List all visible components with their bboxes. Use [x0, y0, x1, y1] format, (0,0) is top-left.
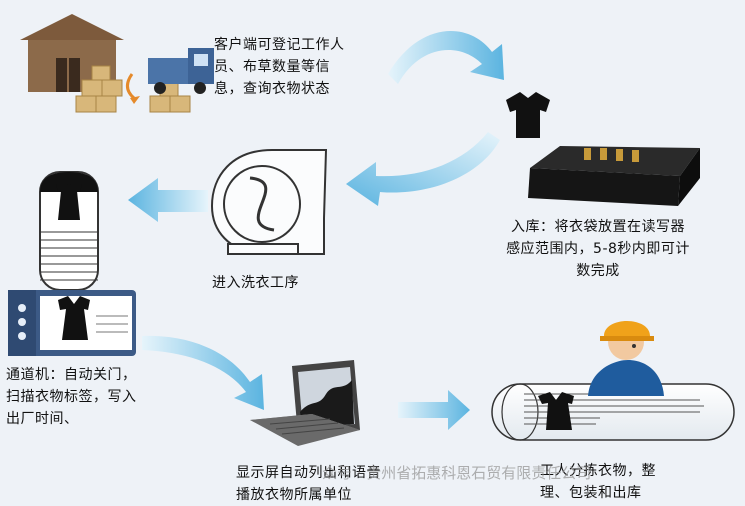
truck-icon	[126, 48, 214, 104]
arrow-display-to-sort	[398, 390, 470, 430]
clothes-rack-icon	[39, 171, 99, 291]
client-line-2: 员、布草数量等信	[214, 59, 330, 75]
channel-line-2: 扫描衣物标签，写入	[6, 389, 137, 405]
channel-caption: 通道机：自动关门， 扫描衣物标签，写入 出厂时间、	[6, 364, 137, 430]
arrow-client-to-inbound	[388, 31, 504, 84]
conveyor-icon	[491, 383, 735, 441]
tunnel-machine-icon	[8, 290, 136, 356]
inbound-line-2: 感应范围内，5-8秒内即可计	[506, 241, 690, 257]
display-line-2: 播放衣物所属单位	[236, 487, 352, 503]
wash-caption: 进入洗衣工序	[212, 275, 299, 291]
laptop-icon	[250, 360, 360, 446]
rfid-reader-icon	[528, 146, 700, 206]
blower-icon	[210, 149, 328, 255]
sort-caption: 工人分拣衣物，整 理、包装和出库	[540, 460, 656, 504]
channel-line-3: 出厂时间、	[6, 411, 79, 427]
arrow-channel-to-display	[142, 335, 264, 410]
client-line-3: 息，查询衣物状态	[214, 81, 330, 97]
inbound-line-1: 入库：将衣袋放置在读写器	[511, 219, 685, 235]
inbound-caption: 入库：将衣袋放置在读写器 感应范围内，5-8秒内即可计 数完成	[458, 216, 738, 282]
shirt-icon	[506, 92, 550, 138]
channel-line-1: 通道机：自动关门，	[6, 367, 137, 383]
watermark: 众号 · 贵州省拓惠科恩石贸有限责任公司	[322, 464, 592, 482]
arrow-wash-to-rack	[128, 178, 208, 222]
client-caption: 客户端可登记工作人 员、布草数量等信 息，查询衣物状态	[214, 34, 345, 100]
display-line-1: 显示屏自动列出和语音	[236, 465, 381, 481]
display-caption: 显示屏自动列出和语音 播放衣物所属单位	[236, 462, 381, 506]
client-line-1: 客户端可登记工作人	[214, 37, 345, 53]
sort-line-2: 理、包装和出库	[540, 485, 642, 501]
arrow-inbound-to-wash	[346, 132, 500, 206]
worker-icon	[588, 321, 664, 396]
inbound-line-3: 数完成	[576, 263, 620, 279]
sort-line-1: 工人分拣衣物，整	[540, 463, 656, 479]
